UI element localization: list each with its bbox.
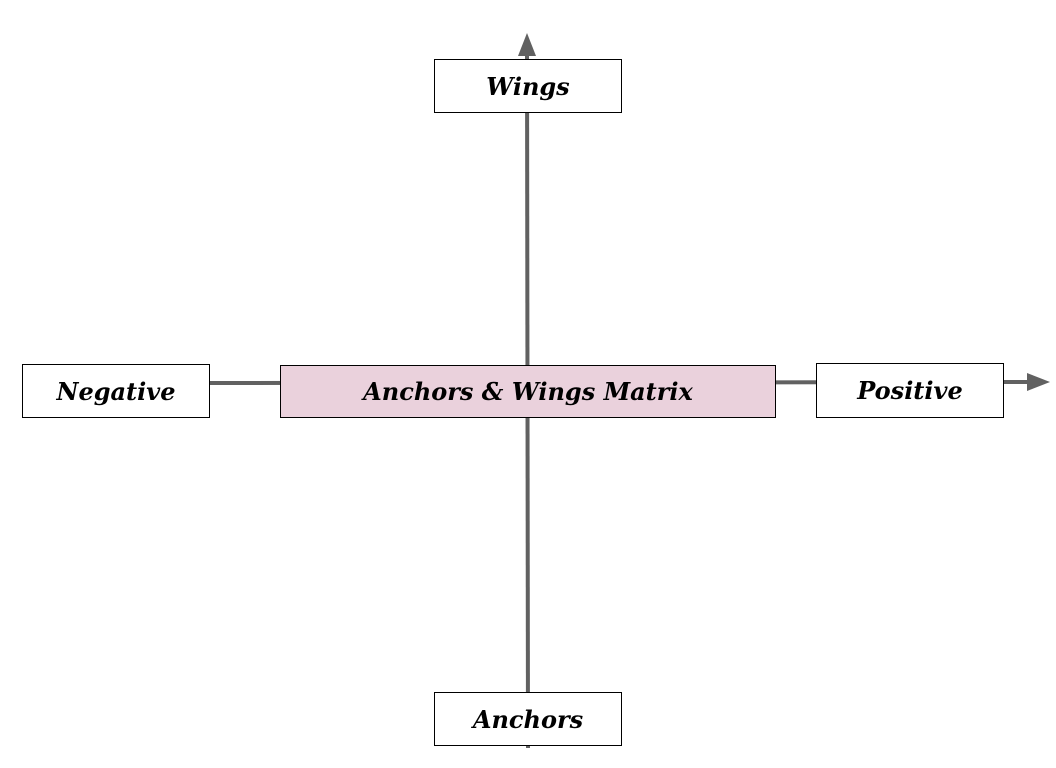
matrix-title: Anchors & Wings Matrix xyxy=(280,365,776,418)
up-arrow-icon xyxy=(518,33,536,56)
anchors-label: Anchors xyxy=(434,692,622,746)
right-arrow-icon xyxy=(1027,373,1050,391)
positive-label: Positive xyxy=(816,363,1004,418)
negative-label: Negative xyxy=(22,364,210,418)
wings-label: Wings xyxy=(434,59,622,113)
